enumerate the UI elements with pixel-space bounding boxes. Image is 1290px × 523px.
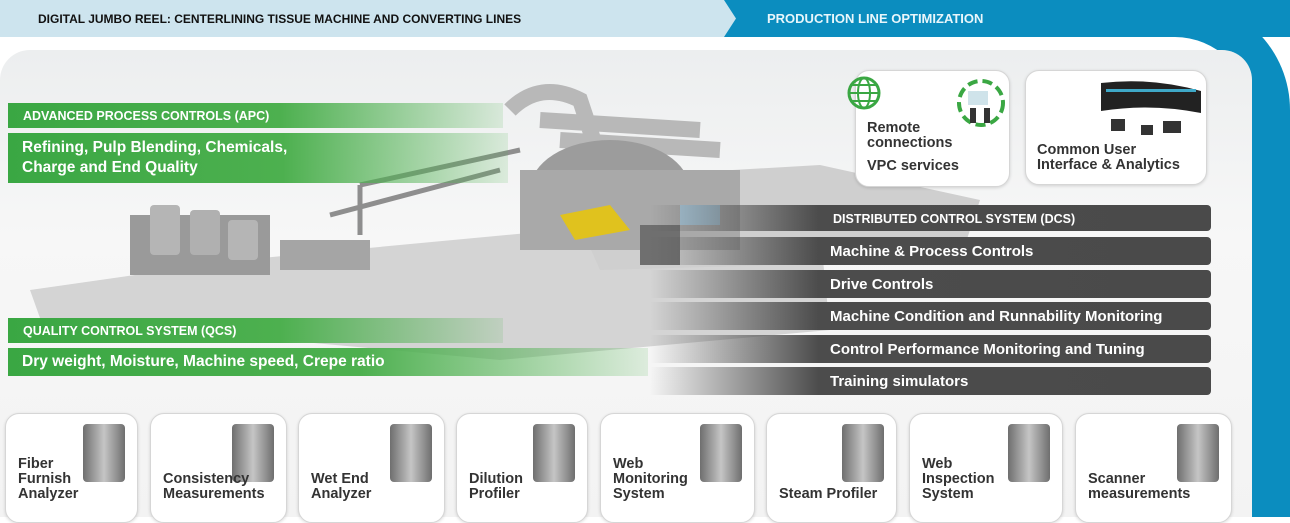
dcs-item: Machine & Process Controls [650,237,1211,265]
apc-title: ADVANCED PROCESS CONTROLS (APC) [23,109,270,123]
dcs-item-label: Machine & Process Controls [830,243,1034,260]
remote-line-1: Remote [867,120,921,136]
steam-profiler-card[interactable]: Steam Profiler [766,413,897,523]
dcs-item: Drive Controls [650,270,1211,298]
apc-line-1: Refining, Pulp Blending, Chemicals, [22,139,288,156]
dcs-item: Control Performance Monitoring and Tunin… [650,335,1211,363]
dcs-item-label: Machine Condition and Runnability Monito… [830,308,1163,325]
dcs-item: Machine Condition and Runnability Monito… [650,302,1211,330]
vpc-services-label: VPC services [867,158,959,174]
dcs-title: DISTRIBUTED CONTROL SYSTEM (DCS) [833,212,1076,226]
apc-line-2: Charge and End Quality [22,159,198,176]
wet-end-analyzer-product-image [390,424,432,482]
apc-body: Refining, Pulp Blending, Chemicals, Char… [8,133,508,183]
qcs-body: Dry weight, Moisture, Machine speed, Cre… [8,348,648,376]
ui-line-1: Common User [1037,142,1137,158]
remote-line-2: connections [867,135,953,151]
card-label-line: Analyzer [311,486,372,502]
card-label-line: Consistency [163,471,250,487]
card-label-line: Dilution [469,471,523,487]
dilution-profiler-product-image [533,424,575,482]
card-label-line: Inspection [922,471,995,487]
card-label-line: Wet End [311,471,369,487]
web-monitoring-system-product-image [700,424,742,482]
card-label-line: Analyzer [18,486,79,502]
remote-connections-card[interactable]: Remote connections VPC services [847,70,1010,187]
globe-icon [847,76,881,110]
card-label-line: measurements [1088,486,1191,502]
qcs-title: QUALITY CONTROL SYSTEM (QCS) [23,324,237,338]
card-label-line: System [922,486,974,502]
card-label-line: System [613,486,665,502]
steam-profiler-product-image [842,424,884,482]
header-right-title: PRODUCTION LINE OPTIMIZATION [767,11,984,26]
card-label-line: Furnish [18,471,72,487]
remote-people-icon [957,79,1005,127]
dcs-item-label: Drive Controls [830,276,934,293]
card-label-line: Measurements [163,486,265,502]
ui-line-2: Interface & Analytics [1037,157,1180,173]
dcs-header: DISTRIBUTED CONTROL SYSTEM (DCS) [650,205,1211,231]
card-label-line: Fiber [18,456,54,472]
card-label-line: Web [613,456,644,472]
dcs-item: Training simulators [650,367,1211,395]
qcs-text: Dry weight, Moisture, Machine speed, Cre… [22,353,385,370]
card-label-line: Web [922,456,953,472]
apc-header: ADVANCED PROCESS CONTROLS (APC) [8,103,503,128]
consistency-measurements-product-image [232,424,274,482]
card-label-line: Steam Profiler [779,486,878,502]
header-left-title: DIGITAL JUMBO REEL: CENTERLINING TISSUE … [38,12,522,26]
scanner-measurements-product-image [1177,424,1219,482]
common-ui-card[interactable]: Common User Interface & Analytics [1025,70,1207,185]
qcs-header: QUALITY CONTROL SYSTEM (QCS) [8,318,503,343]
web-inspection-system-product-image [1008,424,1050,482]
header-right-tab: PRODUCTION LINE OPTIMIZATION [724,0,1290,37]
control-room-screens-icon [1101,81,1201,135]
fiber-furnish-analyzer-product-image [83,424,125,482]
dcs-item-label: Training simulators [830,373,969,390]
card-label-line: Monitoring [613,471,688,487]
card-label-line: Profiler [469,486,520,502]
dcs-item-label: Control Performance Monitoring and Tunin… [830,341,1145,358]
card-label-line: Scanner [1088,471,1146,487]
